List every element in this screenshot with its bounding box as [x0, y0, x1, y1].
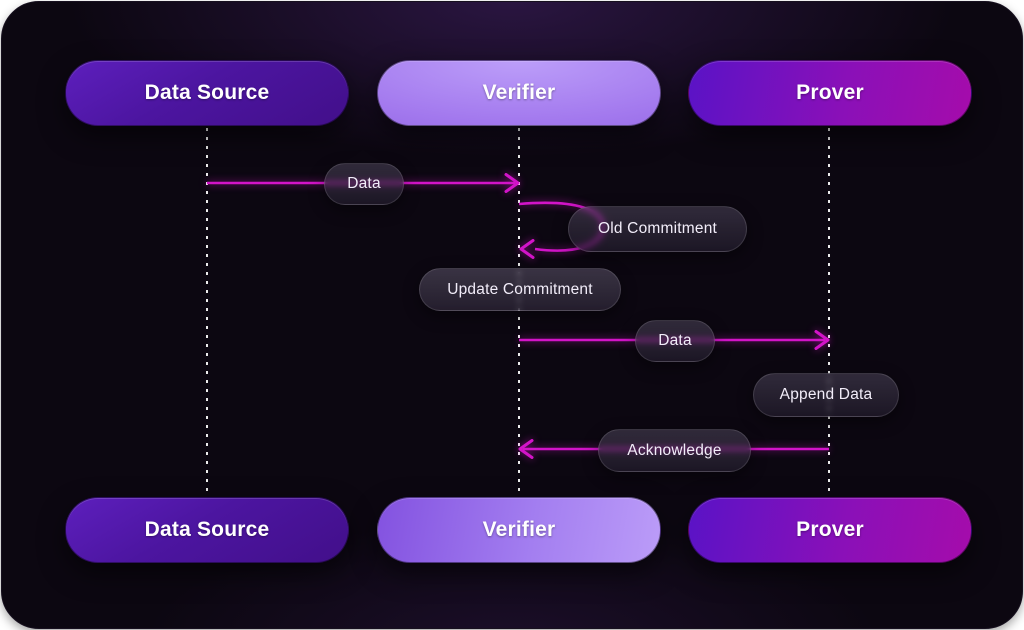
actor-pill-verifier-bottom: Verifier — [377, 497, 661, 563]
message-label-acknowledge: Acknowledge — [598, 429, 751, 472]
actor-pill-data-source-bottom: Data Source — [65, 497, 349, 563]
actor-pill-verifier-top: Verifier — [377, 60, 661, 126]
lifeline-prover — [828, 92, 830, 544]
actor-pill-prover-bottom: Prover — [688, 497, 972, 563]
message-label-append-data: Append Data — [753, 373, 899, 417]
message-label-data-2: Data — [635, 320, 715, 362]
lifeline-verifier — [518, 92, 520, 544]
actor-pill-prover-top: Prover — [688, 60, 972, 126]
actor-pill-data-source-top: Data Source — [65, 60, 349, 126]
message-label-data-1: Data — [324, 163, 404, 205]
message-label-old-commitment: Old Commitment — [568, 206, 747, 252]
message-label-update-commitment: Update Commitment — [419, 268, 621, 311]
lifeline-data-source — [206, 92, 208, 544]
